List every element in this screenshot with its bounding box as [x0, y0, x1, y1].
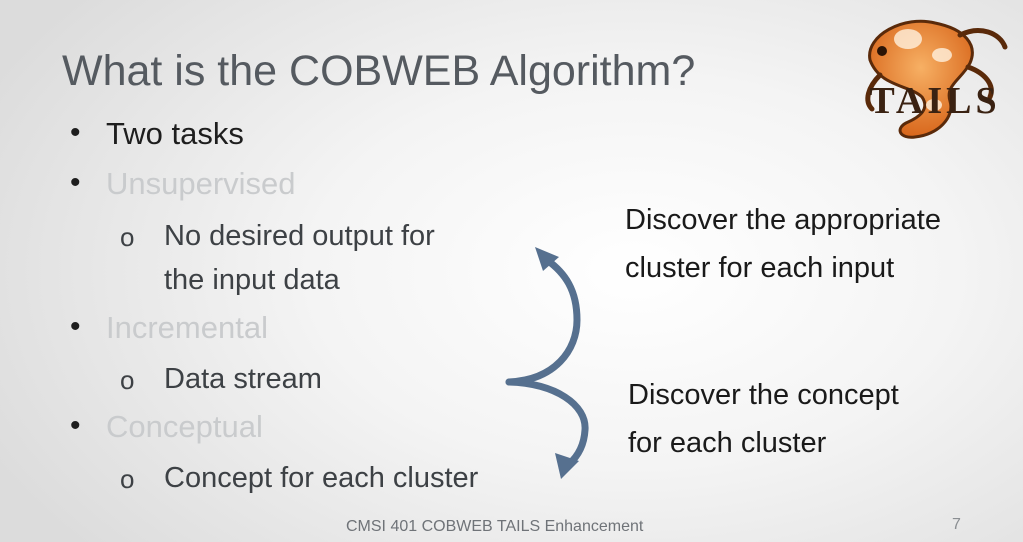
sub-bullet-marker: o — [120, 222, 135, 252]
bullet-marker: • — [70, 310, 81, 343]
curved-arrows-graphic — [505, 247, 589, 479]
gecko-icon — [865, 19, 1008, 139]
sub-bullet-text: Data stream — [164, 363, 322, 395]
bullet-marker: • — [70, 166, 81, 199]
downward-curved-arrow — [505, 378, 589, 479]
slide-footer: CMSI 401 COBWEB TAILS Enhancement — [346, 518, 644, 535]
sub-bullet-text-line1: No desired output for — [164, 220, 435, 252]
sub-bullet-marker: o — [120, 464, 135, 494]
bullet-text: Two tasks — [106, 116, 244, 151]
bullet-text: Conceptual — [106, 409, 263, 444]
callout-line: Discover the concept — [628, 379, 899, 411]
sub-bullet-marker: o — [120, 365, 135, 395]
bullet-text: Unsupervised — [106, 166, 296, 201]
callout-discover-concept: Discover the concept for each cluster — [628, 371, 899, 467]
bullet-marker: • — [70, 409, 81, 442]
upward-curved-arrow — [505, 247, 581, 386]
tails-gecko-logo: TAILS — [865, 19, 1008, 139]
slide-title: What is the COBWEB Algorithm? — [62, 47, 696, 95]
sub-bullet-text: Concept for each cluster — [164, 462, 479, 494]
callout-line: for each cluster — [628, 427, 827, 459]
bullet-text: Incremental — [106, 310, 268, 345]
bullet-marker: • — [70, 116, 81, 149]
logo-text: TAILS — [869, 80, 1000, 122]
sub-bullet-text-line2: the input data — [164, 264, 340, 296]
callout-line: Discover the appropriate — [625, 204, 941, 236]
callout-discover-cluster: Discover the appropriate cluster for eac… — [625, 196, 941, 292]
callout-line: cluster for each input — [625, 252, 895, 284]
slide-number: 7 — [952, 516, 961, 533]
